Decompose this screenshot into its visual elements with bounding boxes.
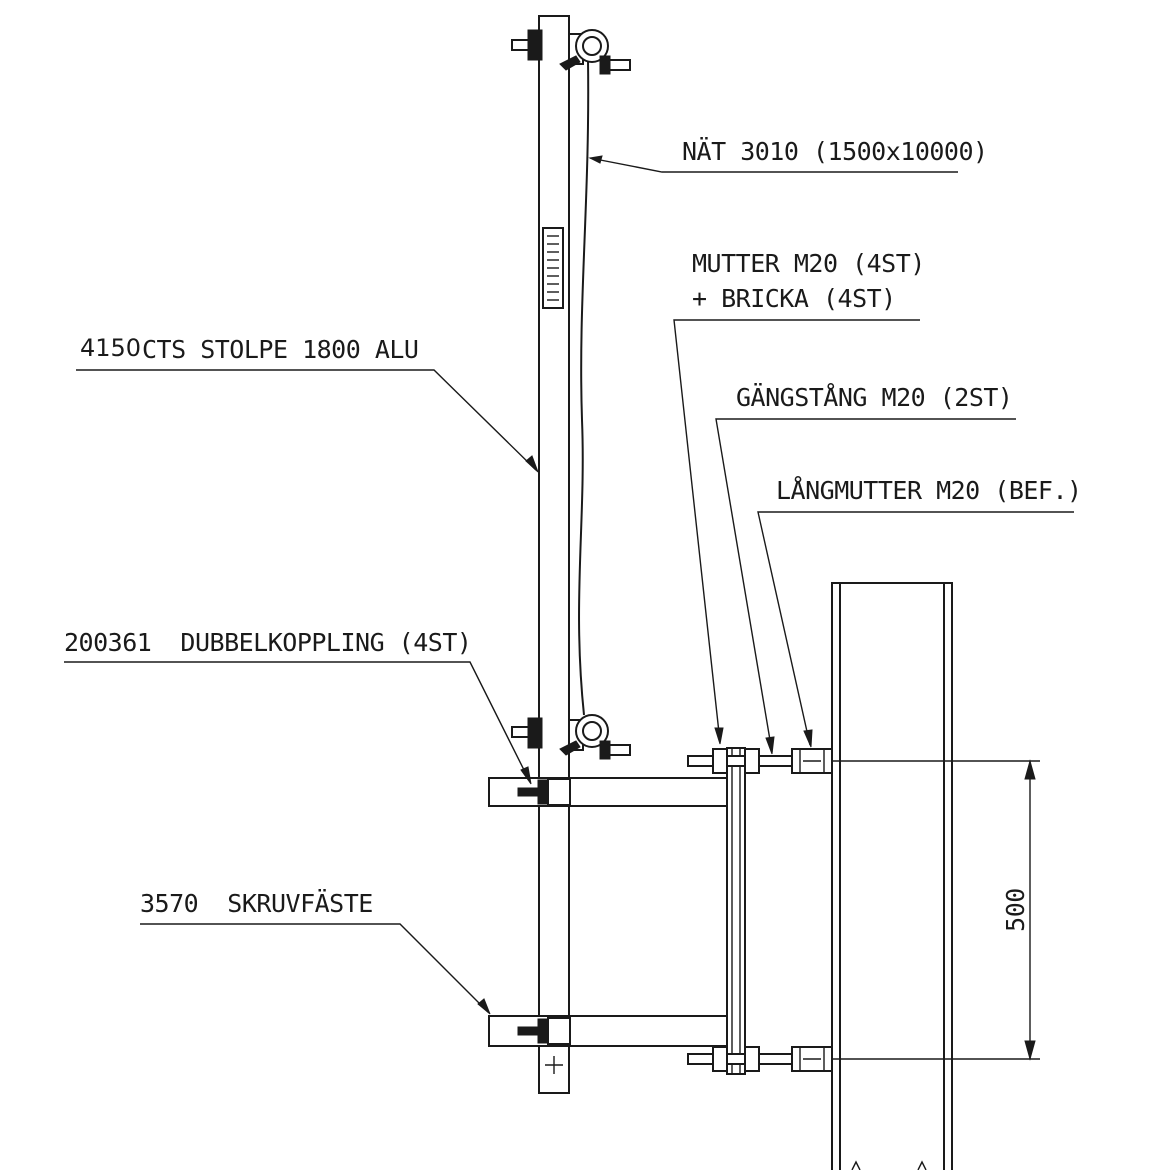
- label-long-nut: LÅNGMUTTER M20 (BEF.): [776, 476, 1082, 505]
- label-nut-line1: MUTTER M20 (4ST): [692, 249, 925, 278]
- screw-mount-upper: [488, 777, 728, 807]
- net: [578, 59, 590, 716]
- leader-lines: [64, 155, 1074, 1015]
- label-screw-mount: 3570 SKRUVFÄSTE: [140, 889, 373, 918]
- label-post-code: 4150: [80, 334, 141, 362]
- wall-beam: [831, 582, 953, 1170]
- coupler-top: [511, 29, 631, 75]
- label-net: NÄT 3010 (1500x10000): [682, 137, 988, 166]
- dimension-label: 500: [1001, 888, 1030, 932]
- label-threaded-rod: GÄNGSTÅNG M20 (2ST): [736, 383, 1012, 412]
- coupler-mid: [511, 714, 631, 760]
- screw-mount-lower: [488, 1015, 728, 1047]
- dimension-500: 500: [832, 759, 1040, 1061]
- rod-assembly-lower: [687, 1046, 835, 1072]
- post: [538, 15, 570, 1094]
- label-nut-line2: + BRICKA (4ST): [692, 284, 896, 313]
- flange-plate: [726, 747, 746, 1075]
- label-post: CTS STOLPE 1800 ALU: [142, 335, 418, 364]
- label-coupler: 200361 DUBBELKOPPLING (4ST): [64, 628, 471, 657]
- rod-assembly-upper: [687, 748, 835, 774]
